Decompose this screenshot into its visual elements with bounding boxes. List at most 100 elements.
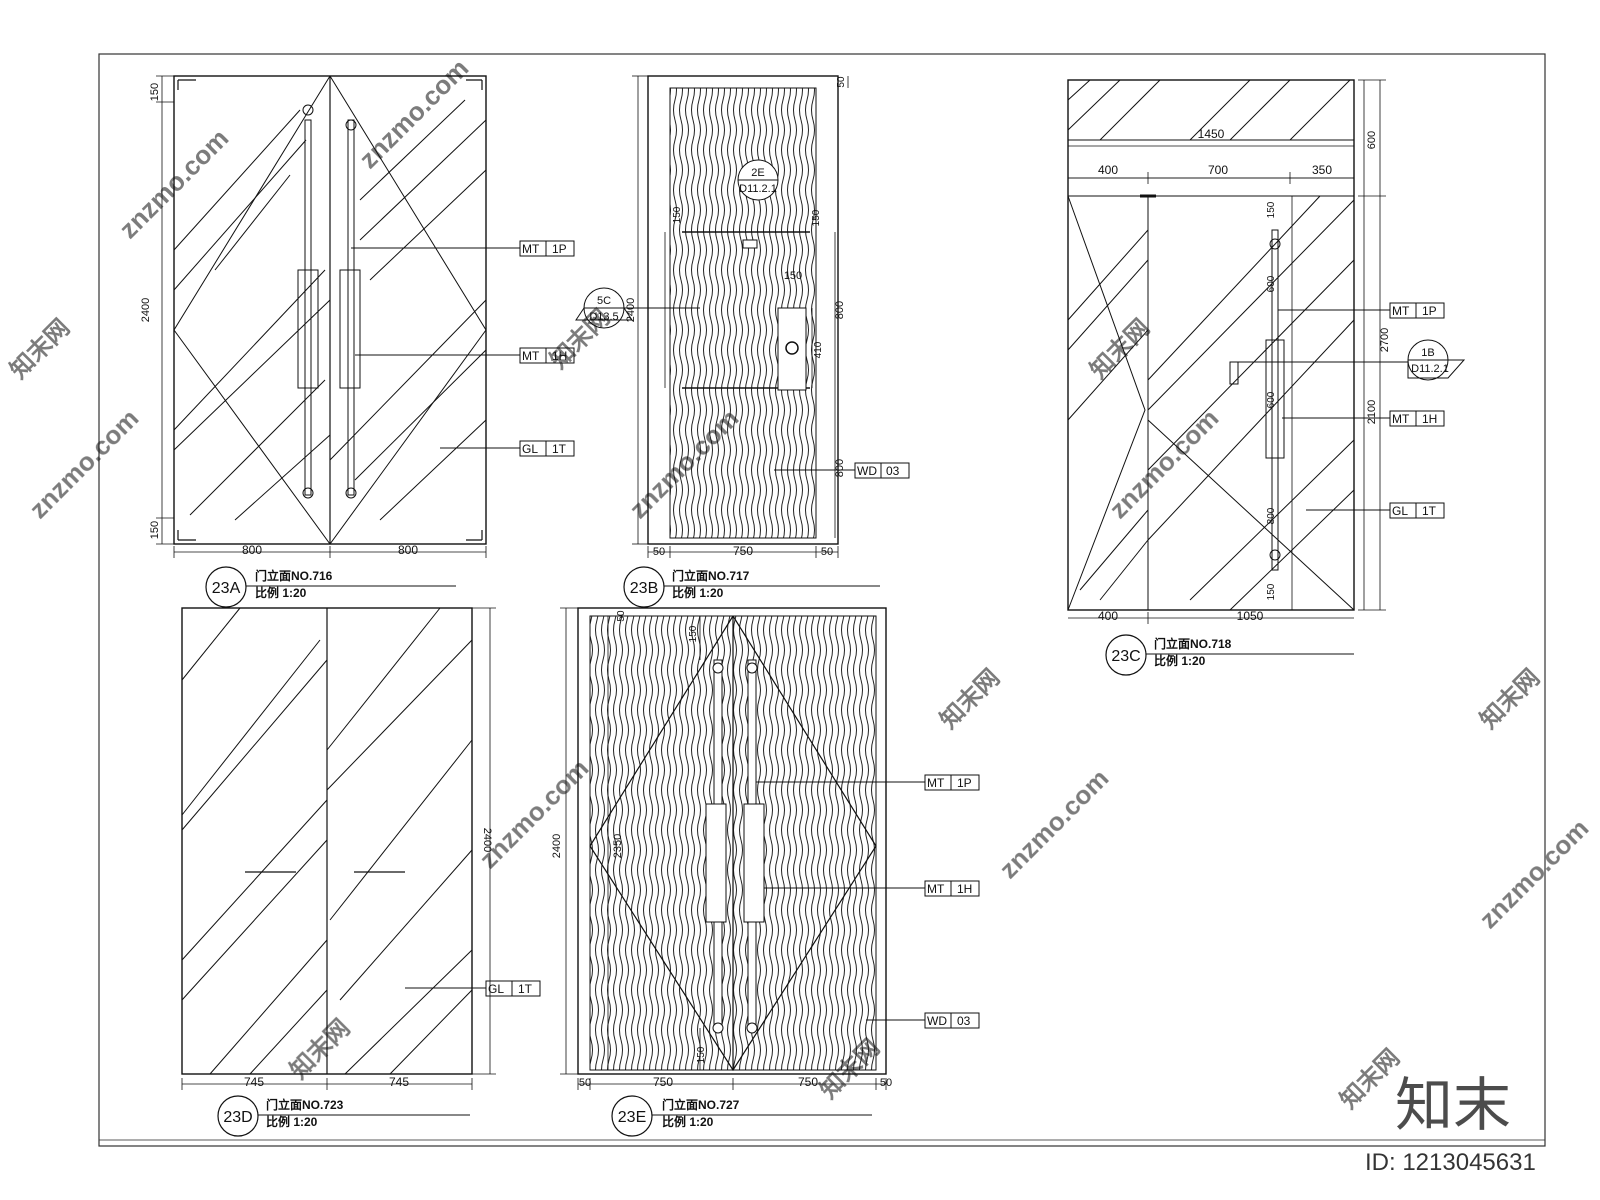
svg-text:50: 50 xyxy=(579,1077,591,1089)
svg-text:50: 50 xyxy=(616,610,627,622)
svg-text:1H: 1H xyxy=(552,349,567,363)
drawing-title: 门立面NO.717 xyxy=(672,568,750,583)
svg-text:1H: 1H xyxy=(957,882,972,896)
svg-text:WD: WD xyxy=(857,464,877,478)
svg-text:150: 150 xyxy=(688,625,699,642)
sheet-bottom-strip xyxy=(98,1139,1546,1147)
svg-text:znzmo.com: znzmo.com xyxy=(473,753,594,874)
drawing-title: 门立面NO.723 xyxy=(266,1097,344,1112)
dim-label: 150 xyxy=(149,83,161,101)
svg-text:1T: 1T xyxy=(518,982,533,996)
material-tag: MT 1H xyxy=(924,880,980,897)
svg-text:MT: MT xyxy=(927,776,945,790)
svg-text:1T: 1T xyxy=(552,442,567,456)
material-tag: MT 1H xyxy=(519,347,575,364)
drawing-scale: 比例 1:20 xyxy=(1154,653,1206,668)
svg-text:1P: 1P xyxy=(1422,304,1437,318)
svg-text:MT: MT xyxy=(522,349,540,363)
svg-text:MT: MT xyxy=(1392,412,1410,426)
svg-text:410: 410 xyxy=(813,341,824,358)
svg-text:znzmo.com: znzmo.com xyxy=(1473,813,1594,934)
elevation-23d: GL 1T 2400 745 745 23D 门立面NO.723 比例 1:20 xyxy=(181,607,541,1137)
drawing-title: 门立面NO.718 xyxy=(1154,636,1232,651)
material-tag: GL 1T xyxy=(519,440,575,457)
material-tag: WD 03 xyxy=(854,462,910,479)
svg-text:知末网: 知末网 xyxy=(545,304,615,374)
svg-text:D11.2.1: D11.2.1 xyxy=(739,183,777,195)
svg-text:2100: 2100 xyxy=(1366,400,1378,424)
material-tag: MT 1P xyxy=(924,774,980,791)
svg-text:600: 600 xyxy=(1266,275,1277,292)
svg-text:D11.2.1: D11.2.1 xyxy=(1411,363,1449,375)
svg-text:2400: 2400 xyxy=(551,834,563,858)
svg-text:znzmo.com: znzmo.com xyxy=(353,53,474,174)
svg-text:2700: 2700 xyxy=(1379,328,1391,352)
dim-label: 150 xyxy=(149,521,161,539)
drawing-tag: 23E xyxy=(618,1109,646,1126)
svg-text:750: 750 xyxy=(733,544,753,558)
svg-text:1P: 1P xyxy=(552,242,567,256)
svg-text:600: 600 xyxy=(1366,131,1378,149)
svg-text:150: 150 xyxy=(811,209,822,226)
svg-text:5C: 5C xyxy=(597,295,611,307)
svg-text:MT: MT xyxy=(927,882,945,896)
watermark-id: ID: 1213045631 xyxy=(1365,1149,1536,1176)
svg-text:150: 150 xyxy=(1266,201,1277,218)
svg-text:GL: GL xyxy=(1392,504,1408,518)
svg-text:1050: 1050 xyxy=(1237,609,1264,623)
drawing-tag: 23D xyxy=(223,1109,252,1126)
svg-text:400: 400 xyxy=(1098,163,1118,177)
svg-text:知末网: 知末网 xyxy=(1085,314,1155,384)
svg-text:1450: 1450 xyxy=(1198,127,1225,141)
svg-text:745: 745 xyxy=(244,1075,264,1089)
drawing-tag: 23C xyxy=(1111,648,1140,665)
drawing-tag: 23A xyxy=(212,580,241,597)
svg-text:MT: MT xyxy=(522,242,540,256)
svg-text:znzmo.com: znzmo.com xyxy=(23,403,144,524)
svg-text:50: 50 xyxy=(653,546,665,558)
svg-text:GL: GL xyxy=(488,982,504,996)
svg-text:2350: 2350 xyxy=(612,834,624,858)
svg-text:D13.5: D13.5 xyxy=(589,311,618,323)
drawing-scale: 比例 1:20 xyxy=(662,1114,714,1129)
material-tag: MT 1P xyxy=(519,240,575,257)
svg-text:znzmo.com: znzmo.com xyxy=(1103,403,1224,524)
svg-text:MT: MT xyxy=(1392,304,1410,318)
svg-text:知末网: 知末网 xyxy=(5,314,75,384)
svg-text:745: 745 xyxy=(389,1075,409,1089)
svg-text:知末网: 知末网 xyxy=(935,664,1005,734)
svg-text:GL: GL xyxy=(522,442,538,456)
svg-text:750: 750 xyxy=(798,1075,818,1089)
drawing-scale: 比例 1:20 xyxy=(672,585,724,600)
dim-label: 50 xyxy=(836,76,847,88)
svg-text:50: 50 xyxy=(880,1077,892,1089)
svg-text:800: 800 xyxy=(1266,507,1277,524)
svg-text:03: 03 xyxy=(957,1014,971,1028)
svg-text:150: 150 xyxy=(672,206,683,223)
material-tag: GL 1T xyxy=(485,980,541,997)
svg-text:2400: 2400 xyxy=(481,828,493,852)
drawing-title: 门立面NO.727 xyxy=(662,1097,740,1112)
dim-label: 800 xyxy=(242,543,262,557)
watermark-brand: 知末 xyxy=(1395,1073,1511,1138)
drawing-scale: 比例 1:20 xyxy=(266,1114,318,1129)
svg-text:知末网: 知末网 xyxy=(1475,664,1545,734)
svg-text:600: 600 xyxy=(1266,391,1277,408)
svg-text:znzmo.com: znzmo.com xyxy=(993,763,1114,884)
svg-text:150: 150 xyxy=(784,270,802,282)
dim-label: 2400 xyxy=(625,298,637,322)
svg-text:03: 03 xyxy=(886,464,900,478)
svg-text:400: 400 xyxy=(1098,609,1118,623)
drawing-scale: 比例 1:20 xyxy=(255,585,307,600)
svg-text:350: 350 xyxy=(1312,163,1332,177)
dim-label: 800 xyxy=(398,543,418,557)
svg-text:1P: 1P xyxy=(957,776,972,790)
svg-text:150: 150 xyxy=(1266,583,1277,600)
svg-text:800: 800 xyxy=(834,459,846,477)
